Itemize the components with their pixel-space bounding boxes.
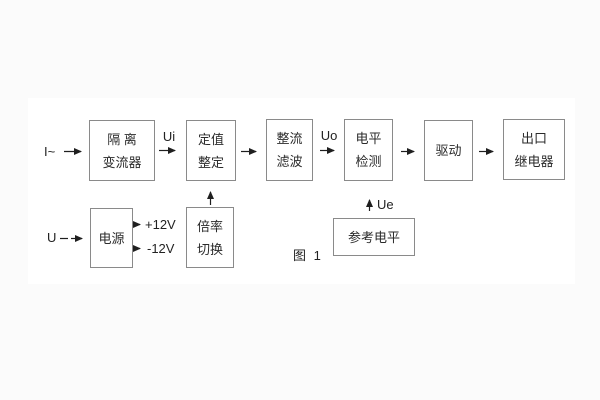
block-label: 出口	[520, 130, 547, 146]
block-label: 变流器	[102, 154, 142, 170]
label-minus-12v: -12V	[147, 241, 175, 256]
label-ui: Ui	[162, 129, 176, 144]
label-uo: Uo	[320, 128, 338, 143]
block-label: 切换	[196, 241, 223, 257]
block-label: 整流	[276, 131, 303, 146]
block-rectifier-filter: 整流 滤波	[266, 119, 313, 181]
block-reference-level: 参考电平	[333, 218, 415, 256]
block-setpoint-adjust: 定值 整定	[186, 120, 236, 181]
label-input-current: I~	[44, 144, 56, 159]
block-label: 驱动	[435, 143, 462, 158]
block-isolation-transformer: 隔 离 变流器	[89, 120, 155, 181]
block-label: 整定	[197, 154, 224, 170]
label-plus-12v: +12V	[145, 217, 176, 232]
block-label: 定值	[197, 131, 224, 147]
block-label: 电源	[98, 230, 125, 246]
block-label: 电平	[355, 131, 382, 146]
block-multiplier-switch: 倍率 切换	[186, 207, 234, 268]
block-label: 隔 离	[107, 131, 137, 147]
block-output-relay: 出口 继电器	[503, 119, 565, 180]
block-power-supply: 电源	[90, 208, 133, 268]
block-level-detect: 电平 检测	[344, 119, 393, 181]
block-label: 检测	[355, 154, 382, 169]
block-label: 参考电平	[347, 229, 400, 245]
label-ue: Ue	[377, 197, 394, 212]
block-label: 倍率	[196, 218, 223, 234]
block-drive: 驱动	[424, 120, 473, 181]
block-label: 继电器	[514, 153, 554, 169]
label-input-voltage: U	[47, 230, 57, 245]
figure-caption: 图 1	[293, 248, 323, 263]
block-label: 滤波	[276, 154, 303, 169]
